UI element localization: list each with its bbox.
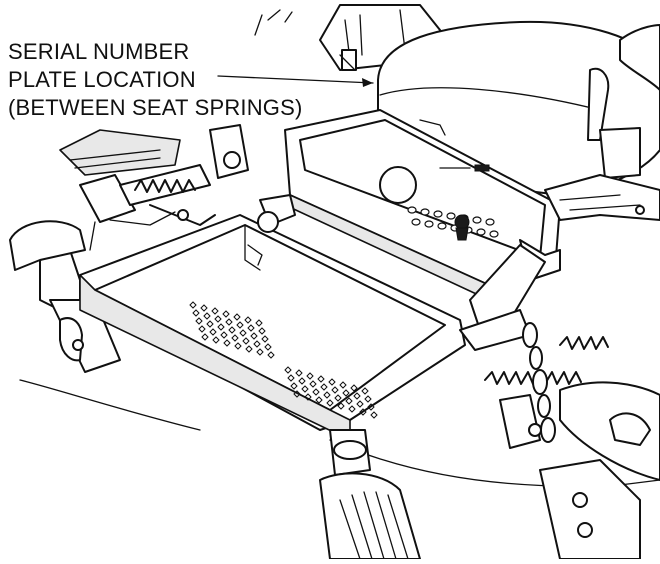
callout-line-2: PLATE LOCATION <box>8 67 196 92</box>
perforation-hole <box>192 309 200 317</box>
perforation-hole <box>267 351 275 359</box>
perforation-hole <box>245 345 253 353</box>
perforation-hole <box>250 332 258 340</box>
perforation-hole <box>261 335 269 343</box>
perforation-hole <box>247 324 255 332</box>
perforation-hole <box>201 333 209 341</box>
perforation-hole <box>320 383 328 391</box>
perforation-hole <box>356 400 364 408</box>
pad-hole <box>433 210 443 218</box>
left-spring-assembly <box>59 124 249 251</box>
perforation-hole <box>315 396 323 404</box>
perforation-hole <box>255 319 263 327</box>
perforation-hole <box>253 340 261 348</box>
seat-frame-rails <box>257 174 660 281</box>
perforation-hole <box>244 316 252 324</box>
perforation-hole <box>225 318 233 326</box>
perforation-hole <box>364 395 372 403</box>
pad-hole <box>485 218 495 226</box>
lower-deck <box>19 379 660 560</box>
perforation-hole <box>298 377 306 385</box>
pad-hole <box>437 222 447 230</box>
perforation-hole <box>304 393 312 401</box>
pad-hole <box>407 206 417 214</box>
pad-hole <box>411 218 421 226</box>
perforation-hole <box>359 408 367 416</box>
perforation-hole <box>231 334 239 342</box>
perforation-pattern <box>189 301 378 419</box>
serial-number-callout: SERIAL NUMBER PLATE LOCATION (BETWEEN SE… <box>8 38 303 122</box>
perforation-hole <box>228 326 236 334</box>
perforation-hole <box>323 391 331 399</box>
perforation-hole <box>361 387 369 395</box>
perforation-hole <box>301 385 309 393</box>
perforation-hole <box>342 389 350 397</box>
perforation-hole <box>331 386 339 394</box>
perforation-hole <box>203 312 211 320</box>
pad-hole <box>472 216 482 224</box>
perforation-hole <box>312 388 320 396</box>
perforation-hole <box>236 321 244 329</box>
pad-hole <box>424 220 434 228</box>
perforation-hole <box>328 378 336 386</box>
perforation-hole <box>212 336 220 344</box>
chain <box>522 322 556 443</box>
perforation-hole <box>209 328 217 336</box>
pad-hole <box>489 230 499 238</box>
perforation-hole <box>345 397 353 405</box>
perforation-hole <box>293 390 301 398</box>
perforation-hole <box>222 310 230 318</box>
perforation-hole <box>337 402 345 410</box>
perforation-hole <box>242 337 250 345</box>
perforation-hole <box>195 317 203 325</box>
perforation-hole <box>206 320 214 328</box>
perforation-hole <box>198 325 206 333</box>
right-spring-assembly <box>459 244 660 481</box>
callout-line-1: SERIAL NUMBER <box>8 39 190 64</box>
perforation-hole <box>284 366 292 374</box>
seat-hinge-plate <box>284 109 561 306</box>
perforation-hole <box>339 381 347 389</box>
perforation-hole <box>189 301 197 309</box>
perforation-hole <box>287 374 295 382</box>
pad-hole <box>446 212 456 220</box>
seat-pan-tray <box>79 214 466 441</box>
perforation-hole <box>370 411 378 419</box>
perforation-hole <box>353 392 361 400</box>
callout-leader <box>217 75 374 87</box>
perforation-hole <box>258 327 266 335</box>
perforation-hole <box>367 403 375 411</box>
pad-hole <box>476 228 486 236</box>
perforation-hole <box>348 405 356 413</box>
perforation-hole <box>200 304 208 312</box>
perforation-hole <box>317 375 325 383</box>
perforation-hole <box>295 369 303 377</box>
perforation-hole <box>309 380 317 388</box>
perforation-hole <box>211 307 219 315</box>
perforation-hole <box>306 372 314 380</box>
perforation-hole <box>326 399 334 407</box>
perforation-hole <box>256 348 264 356</box>
pad-hole <box>420 208 430 216</box>
perforation-hole <box>264 343 272 351</box>
seat-switch-pad <box>407 206 499 238</box>
left-spring <box>134 179 196 193</box>
perforation-hole <box>334 394 342 402</box>
perforation-hole <box>214 315 222 323</box>
perforation-hole <box>290 382 298 390</box>
perforation-hole <box>239 329 247 337</box>
perforation-hole <box>234 342 242 350</box>
perforation-hole <box>220 331 228 339</box>
perforation-hole <box>217 323 225 331</box>
perforation-hole <box>223 339 231 347</box>
callout-line-3: (BETWEEN SEAT SPRINGS) <box>8 95 303 120</box>
perforation-hole <box>233 313 241 321</box>
perforation-hole <box>350 384 358 392</box>
